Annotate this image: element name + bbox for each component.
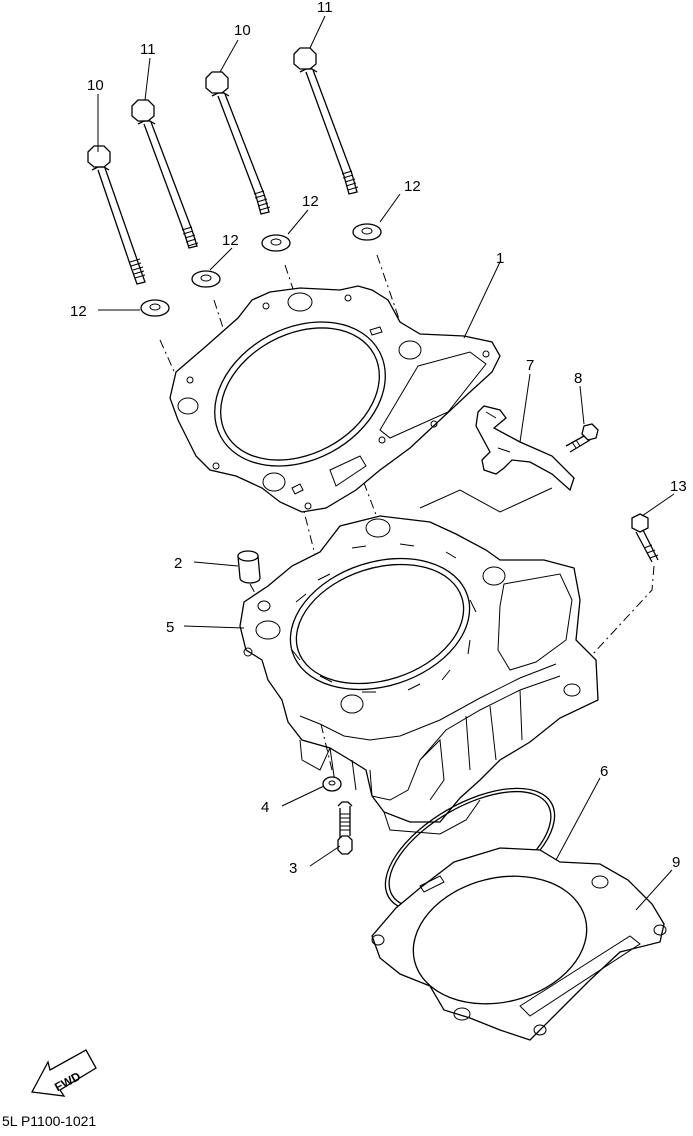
washer-12-1 [140,299,170,317]
callout-1: 1 [496,250,504,267]
washer-12-2 [191,270,221,288]
callout-10-left: 10 [87,77,104,94]
bolt-11-left [131,99,199,249]
bolt-8 [565,423,599,453]
cylinder [239,515,599,835]
diagram-code: 5L P1100-1021 [2,1113,97,1129]
dowel-pin [237,550,261,584]
bolt-13 [631,513,659,563]
callout-10-right: 10 [234,22,251,39]
callout-11-right: 11 [317,0,333,16]
callout-6: 6 [600,763,608,780]
callout-2: 2 [174,555,182,572]
callout-9: 9 [672,854,680,871]
fwd-arrow-icon: FWD [30,1049,97,1097]
washer-12-3 [261,234,291,252]
cylinder-base-gasket [371,847,667,1041]
bolt-10-right [205,71,271,215]
callout-12-2: 12 [222,232,239,249]
bolt-10-left [87,145,146,285]
washer-12-4 [352,223,382,241]
leader-lines [97,15,675,911]
callout-5: 5 [166,619,174,636]
callout-12-1: 12 [70,303,87,320]
callout-8: 8 [574,370,582,387]
callout-12-3: 12 [302,193,319,210]
bolt-11-right [293,47,359,195]
callout-7: 7 [526,357,534,374]
callout-3: 3 [289,860,297,877]
callout-12-4: 12 [404,178,421,195]
cylinder-head-gasket [169,285,501,513]
washer-4 [322,776,342,792]
bolt-3 [337,801,353,855]
callout-11-left: 11 [140,41,156,58]
chain-guide [475,405,575,492]
callout-4: 4 [261,799,269,816]
callout-13: 13 [670,478,687,495]
